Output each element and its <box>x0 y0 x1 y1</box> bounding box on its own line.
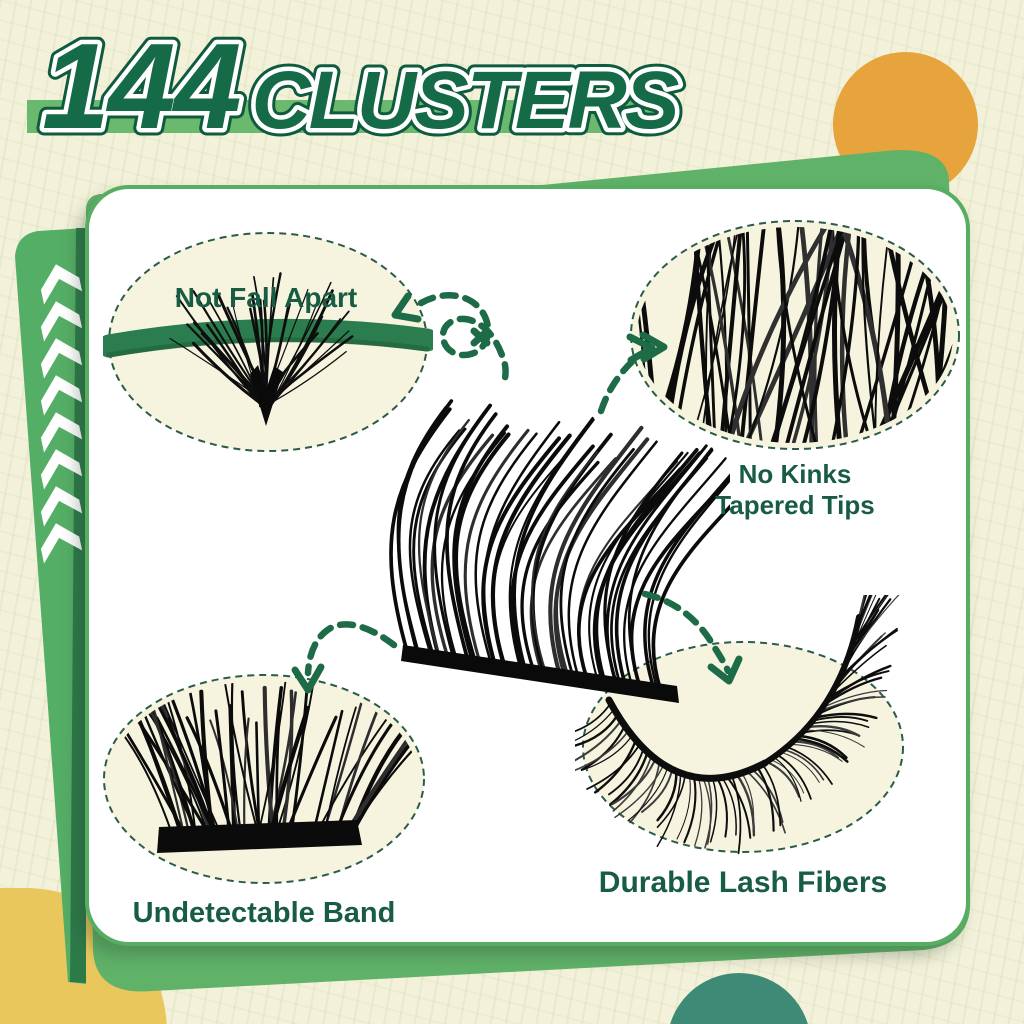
callout-label-durable-lash-fibers: Durable Lash Fibers <box>598 866 888 899</box>
title-number: 144 <box>42 18 240 154</box>
callout-label-line2: Tapered Tips <box>715 490 875 520</box>
callout-label-no-kinks: No Kinks Tapered Tips <box>715 459 874 521</box>
callout-label-not-fall-apart: Not Fall Apart <box>174 282 358 313</box>
lash-closeup-durable-fibers <box>575 595 904 855</box>
lash-closeup-undetectable-band <box>103 674 425 884</box>
lash-cluster-illustration <box>389 399 730 703</box>
chevron-up-icons <box>40 264 83 564</box>
callout-label-line1: No Kinks <box>738 459 852 489</box>
chevron-strip <box>15 228 86 984</box>
title-underline-bar <box>27 100 659 133</box>
lash-closeup-not-fall-apart <box>103 232 433 452</box>
lash-closeup-no-kinks <box>630 220 960 450</box>
title-word: CLUSTERS <box>252 55 679 146</box>
callout-label-undetectable-band: Undetectable Band <box>132 897 396 929</box>
